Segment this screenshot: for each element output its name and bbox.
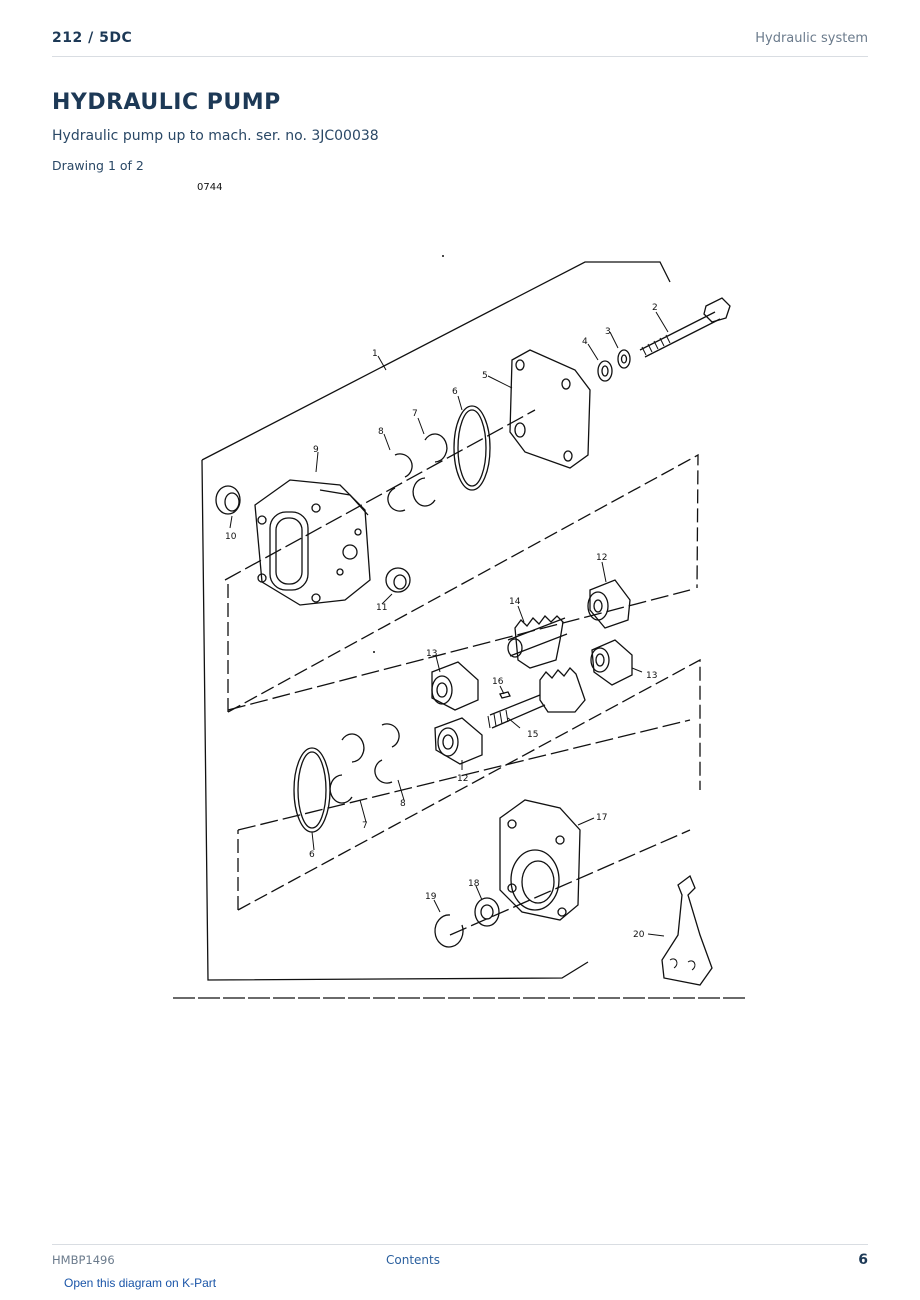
callout-12-lower: 12 — [457, 774, 468, 784]
callout-14: 14 — [509, 597, 521, 607]
callout-12-upper: 12 — [596, 553, 607, 563]
callout-7: 7 — [412, 409, 418, 419]
callout-1: 1 — [372, 349, 378, 359]
callout-16: 16 — [492, 677, 504, 687]
callout-17: 17 — [596, 813, 607, 823]
contents-link[interactable]: Contents — [386, 1253, 440, 1267]
exploded-parts-diagram: 0744 1 2 3 4 5 6 7 8 9 10 11 12 14 13 16… — [173, 182, 748, 999]
callout-15: 15 — [527, 730, 538, 740]
callout-18: 18 — [468, 879, 480, 889]
drawing-label: Drawing 1 of 2 — [52, 158, 144, 173]
callout-10: 10 — [225, 532, 237, 542]
callout-11: 11 — [376, 603, 387, 613]
document-id: HMBP1496 — [52, 1253, 115, 1267]
callout-13-right: 13 — [646, 671, 657, 681]
callout-20: 20 — [633, 930, 645, 940]
callout-3: 3 — [605, 327, 611, 337]
callout-13-left: 13 — [426, 649, 437, 659]
page-reference: 212 / 5DC — [52, 30, 133, 46]
callout-5: 5 — [482, 371, 488, 381]
callout-8: 8 — [378, 427, 384, 437]
callout-8-lower: 8 — [400, 799, 406, 809]
callout-6-lower: 6 — [309, 850, 315, 860]
section-name: Hydraulic system — [755, 31, 868, 46]
callout-2: 2 — [652, 303, 658, 313]
callout-6: 6 — [452, 387, 458, 397]
callout-4: 4 — [582, 337, 588, 347]
callout-9: 9 — [313, 445, 319, 455]
callout-7-lower: 7 — [362, 821, 368, 831]
page-title: HYDRAULIC PUMP — [52, 90, 281, 115]
footer-divider — [52, 1244, 868, 1245]
page-header: 212 / 5DC Hydraulic system — [52, 28, 868, 57]
callout-19: 19 — [425, 892, 437, 902]
page-number: 6 — [858, 1252, 868, 1268]
open-in-kpart-link[interactable]: Open this diagram on K-Part — [64, 1276, 217, 1290]
page-subtitle: Hydraulic pump up to mach. ser. no. 3JC0… — [52, 128, 379, 144]
drawing-code: 0744 — [197, 182, 222, 193]
